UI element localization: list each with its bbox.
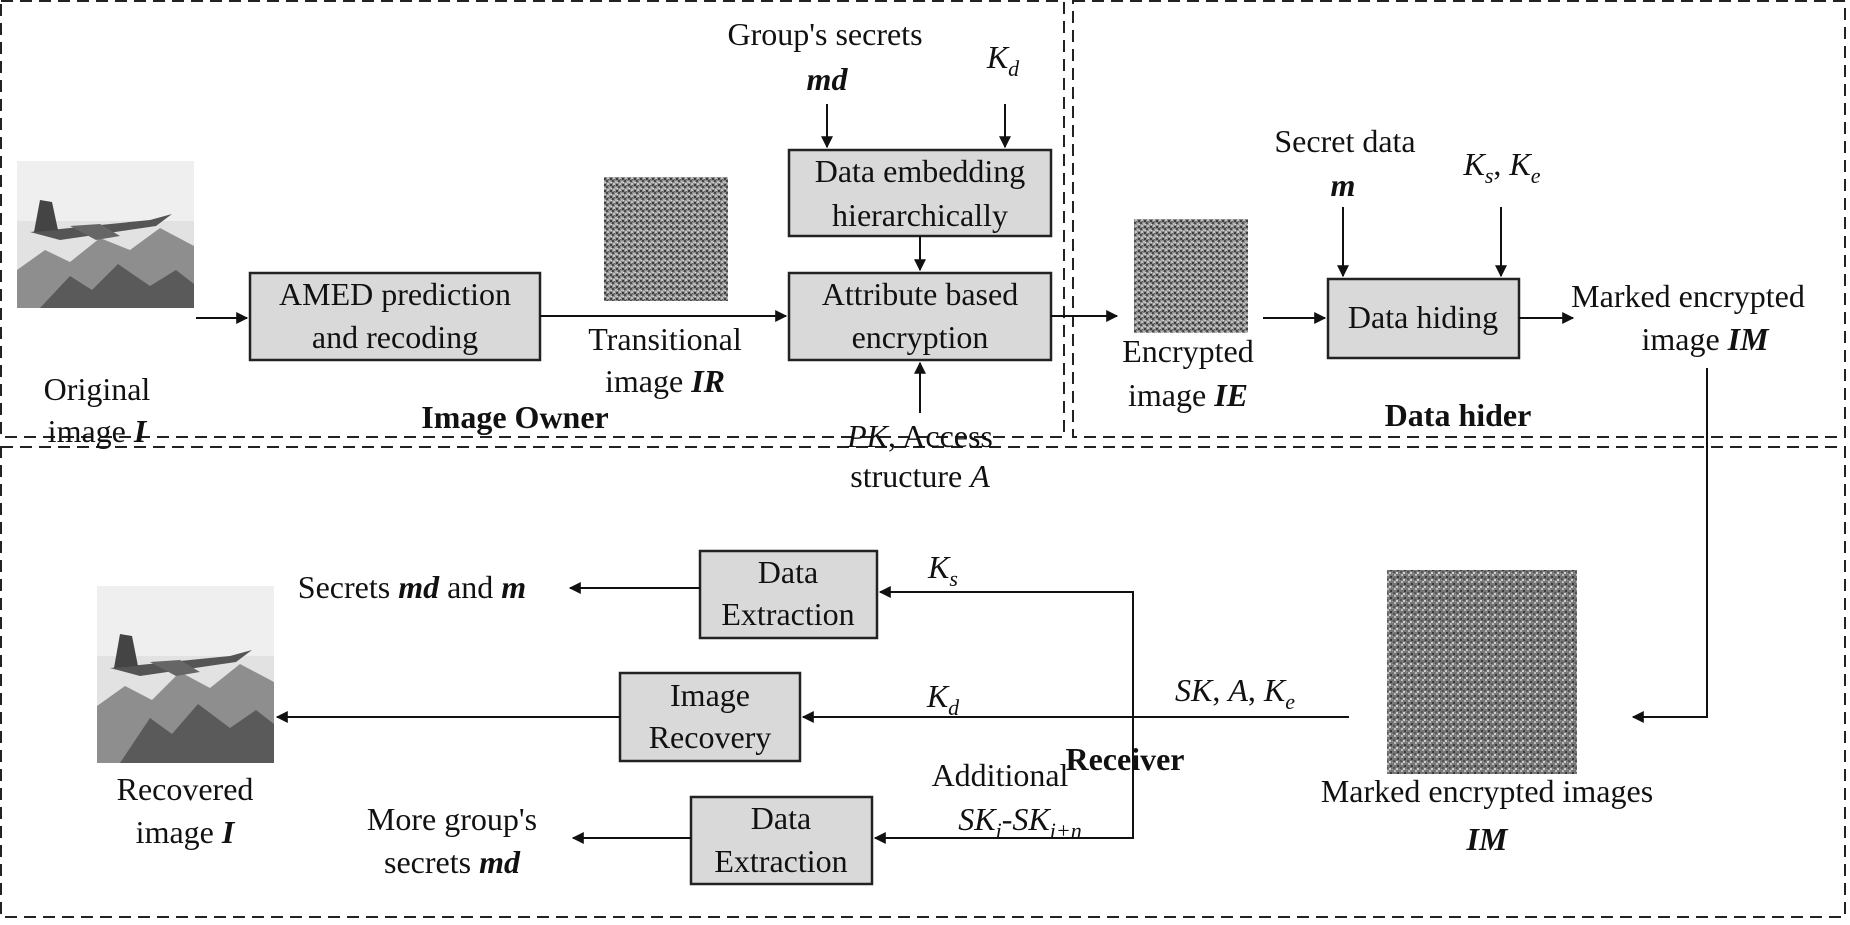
recovered-image-label-line1: Recovered <box>117 771 254 807</box>
region-label-image-owner: Image Owner <box>421 399 609 435</box>
arrow-ks-to-extraction-top <box>878 586 1134 717</box>
arrow-additional-to-extraction-bottom <box>873 717 1134 844</box>
svg-text:Recovery: Recovery <box>649 719 772 755</box>
data-embedding-box: Data embedding hierarchically <box>787 148 1053 238</box>
region-label-receiver: Receiver <box>1065 741 1184 777</box>
image-recovery-box: Image Recovery <box>618 671 802 763</box>
pk-access-label-line1: PK, Access <box>846 418 993 454</box>
transitional-image-label-line2: image IR <box>605 363 725 399</box>
additional-label: Additional <box>932 757 1069 793</box>
svg-text:Extraction: Extraction <box>721 596 854 632</box>
original-image-label-line2: image I <box>48 413 148 449</box>
original-image-label-line1: Original <box>44 371 151 407</box>
sk-a-ke-label: SK, A, Ke <box>1175 672 1295 714</box>
original-image <box>17 161 194 308</box>
data-extraction-bottom-box: Data Extraction <box>689 795 874 886</box>
encrypted-image-label-line2: image IE <box>1128 377 1248 413</box>
more-secrets-label-line1: More group's <box>367 801 537 837</box>
marked-images-label: Marked encrypted images <box>1321 773 1653 809</box>
svg-text:AMED prediction: AMED prediction <box>279 276 511 312</box>
encrypted-image <box>1134 219 1248 333</box>
data-extraction-top-box: Data Extraction <box>698 549 879 640</box>
region-image-owner <box>0 0 1065 438</box>
m-symbol: m <box>1331 167 1356 203</box>
additional-keys-label: SKi-SKi+n <box>958 801 1081 843</box>
marked-encrypted-image <box>1387 570 1577 774</box>
ks-ke-label: Ks, Ke <box>1462 146 1540 188</box>
svg-text:hierarchically: hierarchically <box>832 197 1008 233</box>
pk-access-label-line2: structure A <box>850 458 990 494</box>
recovered-image <box>97 586 274 763</box>
svg-text:Image: Image <box>670 677 750 713</box>
svg-text:Data hiding: Data hiding <box>1348 299 1498 335</box>
attribute-based-encryption-box: Attribute based encryption <box>787 271 1053 362</box>
ks-label-receiver: Ks <box>927 549 958 591</box>
region-label-data-hider: Data hider <box>1385 397 1532 433</box>
secret-data-label: Secret data <box>1274 123 1415 159</box>
encrypted-image-label-line1: Encrypted <box>1122 333 1254 369</box>
more-secrets-label-line2: secrets md <box>384 844 521 880</box>
region-receiver <box>0 446 1846 918</box>
svg-text:Data embedding: Data embedding <box>815 153 1026 189</box>
svg-text:and recoding: and recoding <box>312 319 478 355</box>
kd-label-top: Kd <box>986 39 1020 81</box>
group-secrets-label: Group's secrets <box>727 16 922 52</box>
im-symbol-receiver: IM <box>1466 821 1509 857</box>
amed-prediction-box: AMED prediction and recoding <box>248 271 542 362</box>
transitional-image-label-line1: Transitional <box>588 321 742 357</box>
region-data-hider <box>1072 0 1846 438</box>
svg-text:encryption: encryption <box>852 319 989 355</box>
md-symbol-top: md <box>807 61 849 97</box>
marked-image-label-line1: Marked encrypted <box>1571 278 1805 314</box>
svg-text:Attribute based: Attribute based <box>822 276 1018 312</box>
transitional-image <box>604 177 728 301</box>
svg-text:Data: Data <box>758 554 818 590</box>
svg-text:Extraction: Extraction <box>714 843 847 879</box>
arrow-marked-to-receiver <box>1631 368 1708 723</box>
kd-label-receiver: Kd <box>926 678 960 720</box>
data-hiding-box: Data hiding <box>1326 277 1521 360</box>
secrets-output-label: Secrets md and m <box>298 569 526 605</box>
recovered-image-label-line2: image I <box>136 814 236 850</box>
svg-text:Data: Data <box>751 800 811 836</box>
marked-image-label-line2: image IM <box>1641 321 1770 357</box>
